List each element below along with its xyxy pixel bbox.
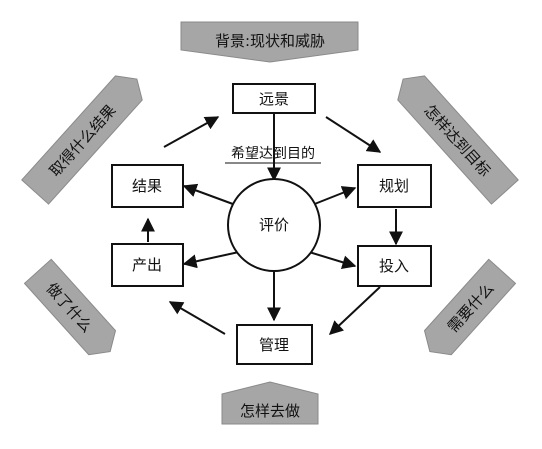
box-vision: 远景 <box>232 83 316 114</box>
center-caption: 希望达到目的 <box>225 146 321 164</box>
arrow-input-to-management <box>328 286 381 335</box>
banner-background: 背景:现状和威胁 <box>180 21 359 63</box>
center-caption-text: 希望达到目的 <box>231 146 315 162</box>
box-vision-label: 远景 <box>259 90 289 108</box>
center-evaluation: 评价 <box>227 178 321 272</box>
box-input: 投入 <box>357 245 432 287</box>
box-management: 管理 <box>236 324 313 365</box>
arrow-results-to-vision <box>163 116 220 148</box>
banner-how-to-do: 怎样去做 <box>221 381 319 425</box>
box-output-label: 产出 <box>132 256 162 274</box>
banner-how-to-do-label: 怎样去做 <box>240 402 300 420</box>
arrow-management-to-output <box>168 301 226 335</box>
arrow-vision-to-planning <box>325 116 382 153</box>
center-evaluation-label: 评价 <box>259 216 289 234</box>
cycle-arrows <box>141 116 403 335</box>
box-results-label: 结果 <box>132 177 162 195</box>
box-planning: 规划 <box>357 164 432 208</box>
box-management-label: 管理 <box>259 336 289 354</box>
arrow-evaluation-to-output <box>182 251 240 269</box>
arrow-evaluation-to-results <box>182 183 242 208</box>
box-results: 结果 <box>111 164 184 208</box>
box-input-label: 投入 <box>379 257 409 275</box>
banner-what-done: 做了什么 <box>23 258 117 356</box>
arrow-evaluation-to-input <box>308 251 357 270</box>
banner-background-label: 背景:现状和威胁 <box>215 32 325 50</box>
box-output: 产出 <box>111 243 184 287</box>
box-planning-label: 规划 <box>379 177 409 195</box>
